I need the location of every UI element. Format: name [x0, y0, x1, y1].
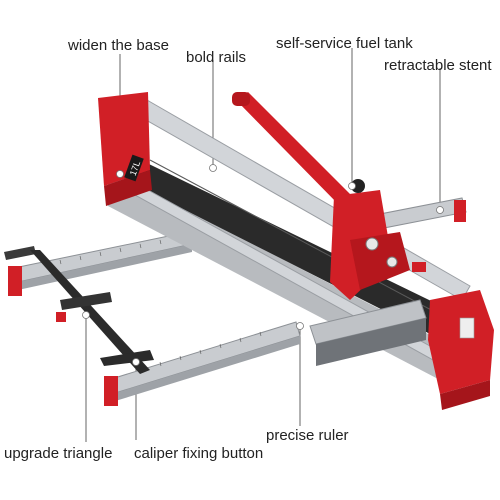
callout-dots [82, 164, 444, 366]
label-ruler: precise ruler [266, 427, 349, 444]
cutting-head [232, 92, 426, 300]
dot-stent [436, 206, 444, 214]
dot-triangle [82, 311, 90, 319]
model-badge: 17L [124, 154, 144, 182]
dot-bold-rails [209, 164, 217, 172]
label-widen-base: widen the base [68, 37, 169, 54]
cutter-body [98, 92, 494, 410]
dot-ruler [296, 322, 304, 330]
label-caliper: caliper fixing button [134, 445, 264, 462]
model-badge-text: 17L [128, 160, 143, 178]
dot-widen-base [116, 170, 124, 178]
label-triangle: upgrade triangle [4, 445, 113, 462]
label-stent: retractable stent [384, 57, 492, 74]
label-bold-rails: bold rails [186, 49, 247, 66]
dot-caliper [132, 358, 140, 366]
label-fuel-tank: self-service fuel tank [276, 35, 413, 52]
dot-fuel-tank [348, 182, 356, 190]
upgrade-triangle-part [4, 246, 154, 374]
